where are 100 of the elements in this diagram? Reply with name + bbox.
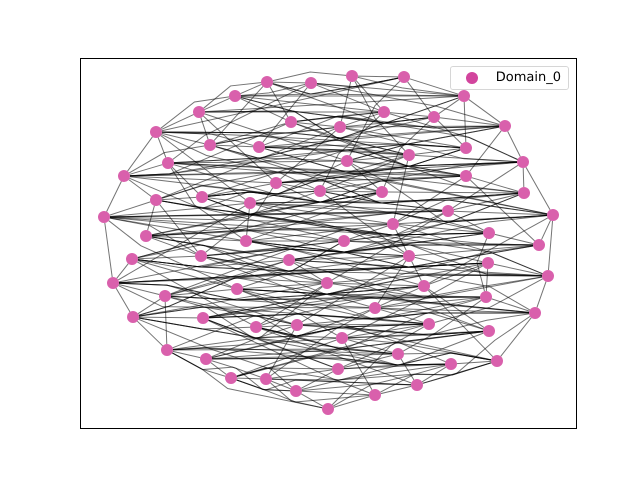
edge-line	[162, 132, 254, 146]
edge-line	[296, 124, 519, 193]
edge-line	[302, 312, 530, 325]
edge-line	[118, 285, 393, 354]
edge-line	[208, 320, 333, 368]
edge-line	[471, 177, 519, 192]
edge-line	[296, 123, 404, 154]
edge-line	[251, 242, 530, 310]
graph-node	[533, 239, 545, 251]
edge-line	[162, 117, 429, 138]
graph-node	[483, 227, 495, 239]
edge-line	[136, 320, 164, 346]
edge-line	[296, 112, 379, 122]
edge-line	[108, 220, 232, 288]
graph-node	[196, 191, 208, 203]
edge-line	[246, 208, 250, 236]
graph-node	[260, 373, 272, 385]
edge-line	[106, 180, 122, 212]
edge-line	[428, 217, 548, 284]
edge-line	[109, 201, 151, 216]
edge-line	[507, 130, 521, 158]
edge-line	[128, 146, 205, 174]
edge-line	[261, 328, 412, 384]
graph-node	[225, 372, 237, 384]
edge-line	[272, 72, 347, 82]
edge-line	[252, 240, 338, 242]
edge-line	[453, 194, 519, 210]
edge-line	[398, 225, 543, 274]
graph-node	[491, 355, 503, 367]
edge-line	[522, 168, 524, 188]
graph-node	[542, 270, 554, 282]
graph-node	[369, 389, 381, 401]
edge-line	[422, 366, 446, 382]
graph-node	[204, 139, 216, 151]
graph-node	[197, 312, 209, 324]
graph-node	[547, 209, 559, 221]
edge-line	[343, 354, 393, 368]
graph-node	[392, 348, 404, 360]
edge-line	[322, 116, 380, 186]
graph-node	[398, 71, 410, 83]
edge-line	[152, 230, 339, 241]
edge-line	[272, 82, 306, 84]
edge-line	[380, 309, 424, 323]
edge-line	[345, 128, 518, 162]
graph-node	[321, 277, 333, 289]
graph-node	[253, 141, 265, 153]
edge-line	[294, 260, 542, 276]
edge-line	[325, 156, 404, 190]
edge-line	[255, 204, 404, 254]
edge-line	[494, 234, 534, 244]
edge-line	[271, 369, 333, 379]
edge-line	[240, 84, 306, 96]
graph-node	[460, 142, 472, 154]
edge-line	[422, 316, 531, 384]
edge-line	[159, 204, 198, 252]
edge-line	[138, 298, 160, 314]
edge-line	[206, 241, 339, 256]
edge-line	[161, 186, 314, 199]
edge-line	[242, 290, 338, 336]
edge-line	[138, 316, 198, 318]
graph-node	[338, 235, 350, 247]
edge-line	[400, 358, 414, 380]
graph-node	[126, 253, 138, 265]
edge-line	[160, 96, 230, 129]
graph-node	[140, 230, 152, 242]
edge-line	[236, 378, 260, 380]
graph-node	[150, 194, 162, 206]
edge-line	[204, 113, 342, 160]
edge-line	[350, 240, 542, 276]
edge-line	[151, 192, 315, 236]
edge-line	[342, 331, 484, 368]
edge-line	[161, 132, 205, 144]
edge-line	[384, 120, 430, 187]
edge-line	[137, 193, 377, 258]
edge-line	[346, 265, 484, 336]
edge-line	[351, 164, 378, 189]
edge-line	[270, 310, 370, 376]
edge-line	[138, 306, 370, 317]
edge-line	[439, 117, 500, 126]
edge-line	[411, 260, 422, 282]
edge-line	[525, 166, 551, 210]
edge-line	[152, 236, 240, 242]
edge-line	[434, 278, 544, 323]
edge-line	[161, 200, 543, 274]
edge-line	[345, 128, 461, 148]
edge-line	[147, 205, 155, 231]
edge-line	[128, 179, 152, 197]
edge-line	[486, 268, 488, 292]
edge-line	[170, 296, 370, 308]
edge-line	[207, 184, 271, 196]
edge-line	[294, 256, 404, 260]
graph-node	[118, 170, 130, 182]
graph-node	[244, 197, 256, 209]
edge-line	[428, 288, 485, 328]
edge-line	[129, 178, 339, 240]
graph-node	[458, 90, 470, 102]
edge-line	[172, 350, 201, 358]
edge-line	[206, 256, 480, 298]
graph-node	[305, 77, 317, 89]
edge-line	[438, 120, 462, 144]
